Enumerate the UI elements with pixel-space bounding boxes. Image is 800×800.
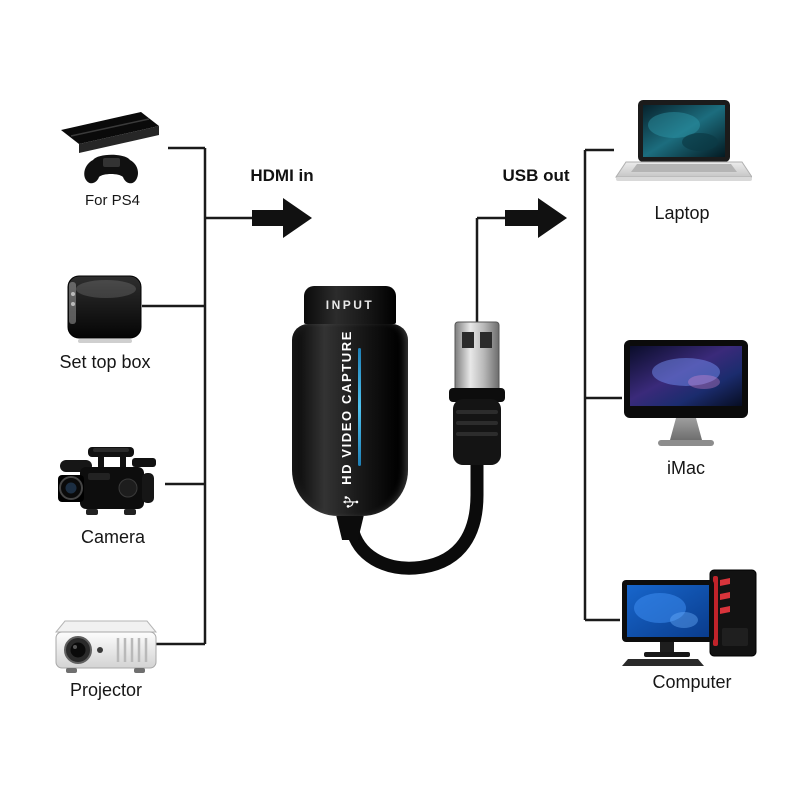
cable-strain-relief — [336, 516, 364, 540]
usb-out-arrow-icon — [505, 198, 567, 238]
device-label-imac: iMac — [666, 458, 705, 478]
ps4-console-icon — [61, 112, 159, 184]
usb-cable — [345, 453, 484, 575]
hdmi-in-label: HDMI in — [250, 166, 314, 185]
camera-icon — [58, 447, 156, 515]
usb-out-label: USB out — [502, 166, 570, 185]
hdmi-input-port: INPUT — [304, 286, 396, 324]
device-label-set-top-box: Set top box — [59, 352, 151, 372]
capture-device: INPUT HD VIDEO CAPTURE — [292, 286, 408, 542]
hdmi-in-arrow-icon — [252, 198, 312, 238]
capture-device-text: HD VIDEO CAPTURE — [339, 330, 361, 485]
capture-device-body: HD VIDEO CAPTURE — [292, 324, 408, 516]
desktop-computer-icon — [622, 569, 757, 666]
usb-plug-icon — [449, 321, 505, 465]
device-label-projector: Projector — [69, 680, 143, 700]
blue-accent-stripe — [358, 348, 361, 467]
right-branch-lines — [475, 148, 622, 622]
capture-device-print: HD VIDEO CAPTURE — [339, 330, 361, 510]
set-top-box-icon — [67, 275, 142, 343]
device-label-camera: Camera — [80, 527, 146, 547]
device-label-laptop: Laptop — [654, 203, 710, 223]
usb-trident-icon — [342, 496, 358, 508]
imac-icon — [624, 340, 748, 446]
laptop-icon — [615, 100, 752, 181]
left-branch-lines — [142, 146, 252, 646]
device-label-computer: Computer — [652, 672, 732, 692]
projector-icon — [54, 620, 158, 673]
capture-device-title: HD VIDEO CAPTURE — [339, 330, 354, 485]
device-label-for-ps4: For PS4 — [84, 192, 141, 209]
